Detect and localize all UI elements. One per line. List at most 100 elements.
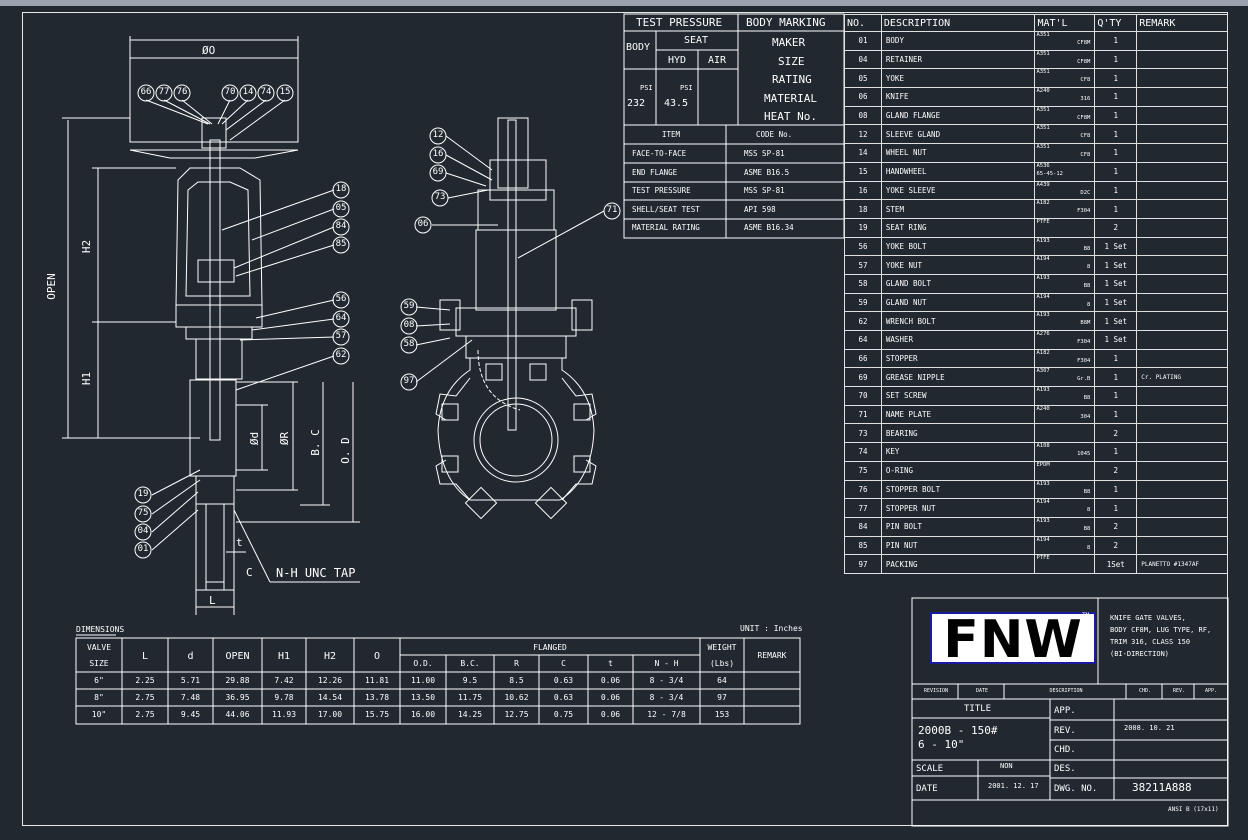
part-no: 56 [844, 236, 882, 257]
title-value-2: 6 - 10" [918, 738, 965, 751]
dim-c-label: C [246, 566, 253, 579]
balloon-label: 76 [176, 87, 188, 97]
revision-header: REVISION [923, 688, 949, 694]
dim-r-label: ØR [278, 431, 292, 446]
dim-cell: 29.88 [225, 676, 250, 685]
dim-cell: 0.75 [553, 710, 574, 719]
part-material-grade: D2C [1080, 189, 1091, 196]
part-remark: PLANETTO #1347AF [1136, 554, 1228, 574]
parts-header-cell: DESCRIPTION [880, 14, 1036, 32]
part-no: 74 [844, 442, 882, 462]
part-no: 57 [844, 255, 882, 275]
balloon-label: 56 [335, 294, 347, 304]
part-material-grade: B8 [1083, 245, 1091, 252]
dim-o-label: ØO [202, 44, 216, 57]
dim-cell: 12.75 [504, 710, 529, 719]
codes-header-item: ITEM [662, 130, 681, 139]
part-material-std: A351 [1036, 32, 1050, 38]
part-material-std: A439 [1036, 181, 1050, 188]
part-description: GREASE NIPPLE [880, 367, 1036, 388]
dim-col-flanged-header: B.C. [460, 659, 480, 668]
left-leaders [145, 99, 335, 551]
part-material-grade: B8 [1083, 488, 1091, 495]
part-remark [1136, 124, 1228, 145]
balloon-label: 71 [606, 205, 618, 215]
dim-cell: 16.00 [410, 710, 436, 719]
test-pressure-hyd: HYD [668, 55, 687, 66]
dim-cell: 9.45 [180, 710, 201, 719]
dim-cell: 9.78 [274, 693, 294, 702]
dim-cell: 7.48 [180, 693, 201, 702]
dim-cell: 10.62 [504, 693, 529, 702]
parts-header-cell: REMARK [1136, 14, 1228, 32]
part-material-std: A193 [1036, 387, 1050, 394]
codes-item: END FLANGE [632, 167, 678, 177]
revision-header: CHD. [1138, 688, 1152, 694]
handwheel-shape [129, 57, 299, 159]
right-leaders [415, 135, 605, 383]
part-material-grade: CF8 [1080, 77, 1091, 84]
part-material-std: A193 [1036, 274, 1050, 281]
balloon-label: 58 [403, 339, 415, 349]
balloon-label: 97 [403, 376, 415, 386]
scale-label: SCALE [916, 764, 944, 774]
app-label: APP. [1054, 706, 1076, 716]
part-qty: 1 [1094, 199, 1138, 219]
dim-cell: 11.81 [364, 676, 390, 685]
part-qty: 1 Set [1094, 311, 1138, 331]
balloon-label: 12 [432, 130, 444, 140]
dim-cell: 7.42 [274, 676, 294, 685]
part-material-std: A193 [1036, 237, 1050, 244]
dim-cell: 6" [94, 676, 104, 685]
balloon-label: 66 [140, 87, 152, 97]
part-remark: Cr. PLATING [1136, 367, 1228, 388]
body-marking-title: BODY MARKING [746, 16, 826, 29]
part-remark [1136, 180, 1228, 201]
part-material [1034, 423, 1096, 444]
body-marking-item: MATERIAL [764, 92, 817, 105]
part-description: PACKING [880, 554, 1036, 574]
dim-col-header: H1 [277, 651, 291, 662]
part-material-grade: B8 [1083, 282, 1091, 289]
dim-open-label: OPEN [44, 273, 58, 300]
dim-cell: 97 [717, 693, 727, 702]
part-material-grade: F304 [1077, 339, 1091, 345]
part-remark [1136, 143, 1228, 163]
dim-cell: 8 - 3/4 [649, 693, 684, 702]
part-no: 62 [844, 311, 882, 331]
part-description: STOPPER NUT [880, 498, 1036, 518]
part-description: BODY [880, 31, 1036, 51]
part-description: GLAND NUT [880, 292, 1036, 313]
part-material-std: PTFE [1036, 555, 1050, 562]
part-no: 84 [844, 516, 882, 537]
part-description: PIN BOLT [880, 516, 1036, 537]
part-material-grade: B8 [1083, 395, 1091, 402]
part-no: 18 [844, 199, 882, 219]
dim-cell: 15.75 [364, 710, 390, 719]
part-material-std: A351 [1036, 69, 1050, 76]
balloon-label: 75 [137, 508, 149, 518]
part-description: YOKE BOLT [880, 236, 1036, 257]
codes-item: FACE-TO-FACE [632, 149, 687, 158]
balloon-label: 05 [335, 203, 347, 213]
part-remark [1136, 273, 1228, 294]
dim-col-flanged-header: C [561, 659, 566, 668]
part-material-grade: 8 [1087, 301, 1091, 308]
dim-cell: 8 - 3/4 [649, 676, 684, 685]
part-remark [1136, 87, 1228, 107]
part-qty: 2 [1094, 217, 1138, 238]
